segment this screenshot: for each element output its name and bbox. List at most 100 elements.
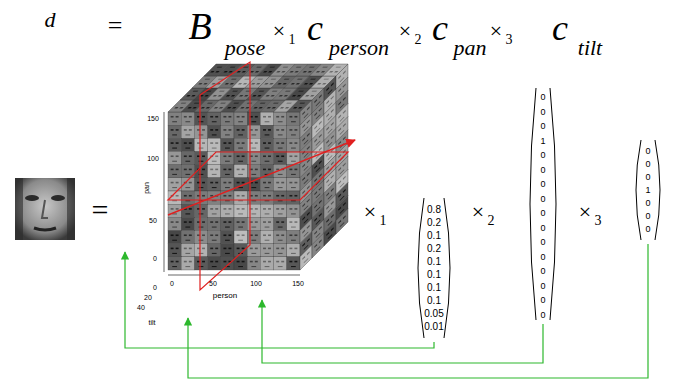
vector-value: 0 [540,223,545,232]
face-thumbnail [221,204,234,217]
face-thumbnail [168,257,181,270]
face-thumbnail [247,138,260,151]
vector-value: 0.1 [427,270,441,280]
equation-subscript: 3 [506,33,513,47]
face-thumbnail [208,231,221,244]
face-thumbnail [221,257,234,270]
face-thumbnail [247,112,260,125]
vector-value: 0.05 [424,309,443,319]
face-thumbnail [260,244,273,257]
face-thumbnail [260,138,273,151]
axis-label: tilt [149,319,156,326]
tick-label: 50 [149,217,157,224]
vector-value: 0 [540,267,545,276]
face-thumbnail [287,217,300,230]
face-thumbnail [247,125,260,138]
face-thumbnail [194,231,207,244]
face-thumbnail [194,244,207,257]
vector-value: 0 [540,180,545,189]
vector-bracket [530,88,536,320]
face-thumbnail [168,217,181,230]
vector-value: 0.2 [427,218,441,228]
face-thumbnail [260,152,273,165]
face-thumbnail [208,138,221,151]
mode-arrow [168,140,355,215]
face-thumbnail [194,217,207,230]
face-thumbnail [234,231,247,244]
vector-value: 0.2 [427,244,441,254]
vector-value: 0 [540,93,545,102]
face-thumbnail [287,244,300,257]
vector-value: 0 [540,165,545,174]
cube-front [168,112,300,270]
face-thumbnail [260,191,273,204]
face-thumbnail [181,112,194,125]
face-thumbnail [274,138,287,151]
tick-label: 150 [147,115,159,122]
face-thumbnail [168,138,181,151]
vector-bracket [550,88,556,320]
vector-bracket [418,198,424,338]
face-thumbnail [168,244,181,257]
vector-value: 0 [540,122,545,131]
face-thumbnail [312,233,324,258]
face-thumbnail [287,191,300,204]
tick-label: 0 [153,255,157,262]
leader-line [188,244,648,378]
mode-product-symbol: × [364,201,376,223]
vector-value: 0 [540,310,545,319]
vector-value: 0 [645,199,650,208]
vector-value: 0.8 [427,205,441,215]
face-thumbnail [208,165,221,178]
vector-value: 0 [540,296,545,305]
slice-plane [200,62,250,290]
face-thumbnail [260,178,273,191]
face-thumbnail [247,231,260,244]
face-thumbnail [221,217,234,230]
face-thumbnail [234,244,247,257]
face-thumbnail [234,257,247,270]
face-thumbnail [194,112,207,125]
vector-value: 0.1 [427,257,441,267]
axis-label: pan [143,182,150,194]
equation-subscript: pose [225,37,265,59]
face-thumbnail [168,112,181,125]
face-thumbnail [168,165,181,178]
tick-label: 50 [209,280,217,287]
face-thumbnail [260,112,273,125]
equation-symbol: d [45,9,56,31]
leader-line [262,300,543,363]
face-thumbnail [247,217,260,230]
face-thumbnail [194,178,207,191]
vector-value: 0 [540,252,545,261]
face-thumbnail [234,112,247,125]
face-thumbnail [274,257,287,270]
vector-value: 0.1 [427,296,441,306]
face-thumbnail [324,221,336,246]
equation-symbol: × [273,20,285,42]
tick-label: 0 [153,284,157,291]
face-thumbnail [181,231,194,244]
face-thumbnail [168,125,181,138]
face-thumbnail [234,191,247,204]
face-thumbnail [247,152,260,165]
face-thumbnail [194,138,207,151]
slice-plane [168,152,348,200]
equation-symbol: × [399,20,411,42]
tensor-cube [168,64,348,270]
face-thumbnail [208,112,221,125]
face-thumbnail [274,112,287,125]
axis-line [164,112,165,272]
face-thumbnail [274,204,287,217]
face-thumbnail [260,204,273,217]
vector-value: 0 [540,194,545,203]
cube-side [300,64,348,270]
face-thumbnail [181,244,194,257]
face-thumbnail [221,138,234,151]
face-thumbnail [247,165,260,178]
face-thumbnail [287,257,300,270]
face-thumbnail [234,217,247,230]
axis-line [168,275,300,276]
face-thumbnail [274,178,287,191]
